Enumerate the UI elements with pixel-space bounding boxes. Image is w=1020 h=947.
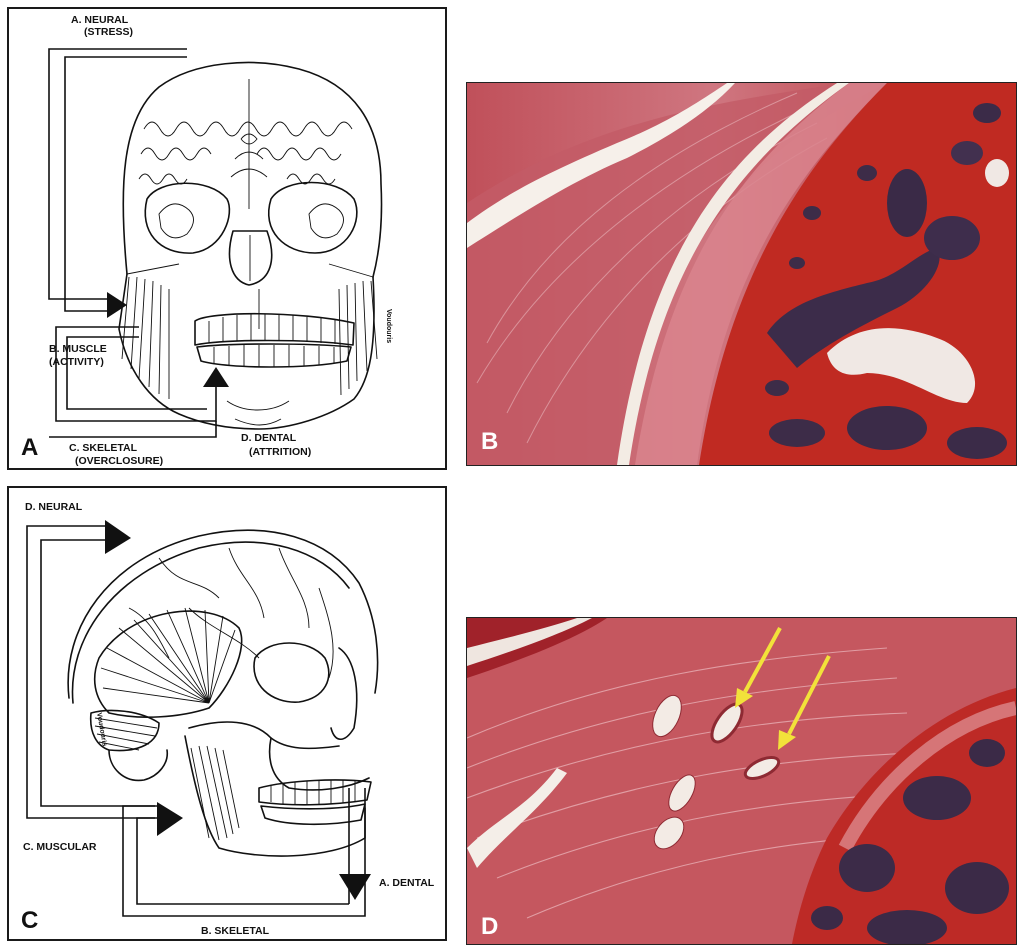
skeletal-arrow-icon bbox=[203, 367, 229, 387]
neural-arrow-icon bbox=[105, 520, 131, 554]
nasal-bone bbox=[331, 648, 357, 739]
marrow-space bbox=[903, 776, 971, 820]
zygomatic-arch bbox=[189, 722, 339, 748]
inner-cranium-line bbox=[72, 542, 349, 703]
artist-signature: Voudouris bbox=[385, 309, 392, 343]
mastoid bbox=[109, 750, 167, 780]
neural-bracket-inner bbox=[41, 540, 155, 806]
panel-c: D. NEURAL C. MUSCULAR B. SKELETAL A. DEN… bbox=[7, 486, 447, 941]
brain-midline bbox=[231, 79, 267, 209]
face-outline bbox=[119, 274, 374, 429]
panel-letter-b: B bbox=[481, 428, 498, 455]
panel-letter-a: A bbox=[21, 434, 38, 461]
panel-d: D bbox=[466, 617, 1017, 945]
histology-image-b: B bbox=[467, 83, 1016, 465]
skull-lateral-diagram: D. NEURAL C. MUSCULAR B. SKELETAL A. DEN… bbox=[9, 488, 445, 939]
temporalis-muscle bbox=[95, 611, 242, 717]
orbit-brain-detail bbox=[159, 204, 344, 238]
panel-letter-c: C bbox=[21, 907, 38, 934]
skull-frontal-diagram: A. NEURAL (STRESS) B. MUSCLE (ACTIVITY) … bbox=[9, 9, 445, 468]
panel-a: A. NEURAL (STRESS) B. MUSCLE (ACTIVITY) … bbox=[7, 7, 447, 470]
histology-image-d: D bbox=[467, 618, 1016, 944]
left-masseter bbox=[339, 281, 377, 395]
label-dental: A. DENTAL bbox=[379, 877, 435, 889]
label-skeletal-overclosure: (OVERCLOSURE) bbox=[75, 455, 163, 467]
dental-arrow-icon bbox=[339, 874, 371, 900]
label-neural: A. NEURAL bbox=[71, 14, 129, 26]
label-skeletal: C. SKELETAL bbox=[69, 442, 138, 454]
nasal-cavity bbox=[230, 231, 272, 285]
brain-sulci bbox=[129, 548, 333, 678]
neural-bracket-inner bbox=[65, 57, 187, 311]
label-muscle-activity: (ACTIVITY) bbox=[49, 356, 104, 368]
neural-bracket bbox=[27, 526, 155, 818]
label-skeletal: B. SKELETAL bbox=[201, 925, 270, 937]
chin-detail bbox=[227, 401, 289, 425]
upper-teeth-divisions bbox=[209, 314, 335, 344]
neural-bracket bbox=[49, 49, 187, 299]
mandible bbox=[185, 736, 365, 856]
label-dental: D. DENTAL bbox=[241, 432, 297, 444]
label-neural-stress: (STRESS) bbox=[84, 26, 133, 38]
skeletal-bracket bbox=[49, 421, 216, 437]
label-dental-attrition: (ATTRITION) bbox=[249, 446, 311, 458]
lower-teeth-divisions bbox=[214, 345, 334, 367]
panel-b: B bbox=[466, 82, 1017, 466]
muscular-arrow-icon bbox=[157, 802, 183, 836]
right-masseter bbox=[122, 277, 169, 399]
right-orbit bbox=[145, 183, 229, 253]
panel-letter-d: D bbox=[481, 913, 498, 940]
label-muscular: C. MUSCULAR bbox=[23, 841, 97, 853]
skeletal-bracket-inner bbox=[137, 818, 349, 904]
label-muscle: B. MUSCLE bbox=[49, 343, 107, 355]
orbit bbox=[254, 643, 329, 702]
label-neural: D. NEURAL bbox=[25, 501, 83, 513]
upper-teeth bbox=[195, 314, 354, 345]
